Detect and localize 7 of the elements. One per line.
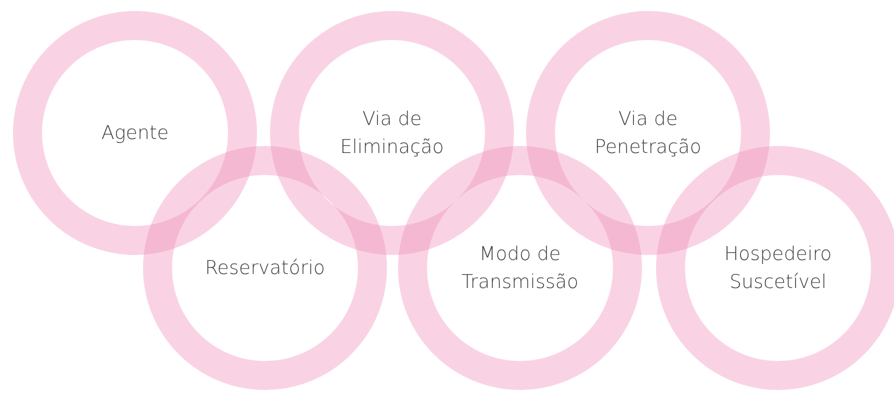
ring-label: Via de Penetração	[594, 106, 702, 160]
ring-label: Hospedeiro Suscetível	[723, 242, 833, 295]
ring-label: Agente	[100, 120, 170, 146]
ring-label: Modo de Transmissão	[460, 242, 580, 295]
ring	[13, 11, 257, 255]
ring-label: Via de Eliminação	[339, 106, 445, 160]
ring-label: Reservatório	[204, 256, 326, 281]
